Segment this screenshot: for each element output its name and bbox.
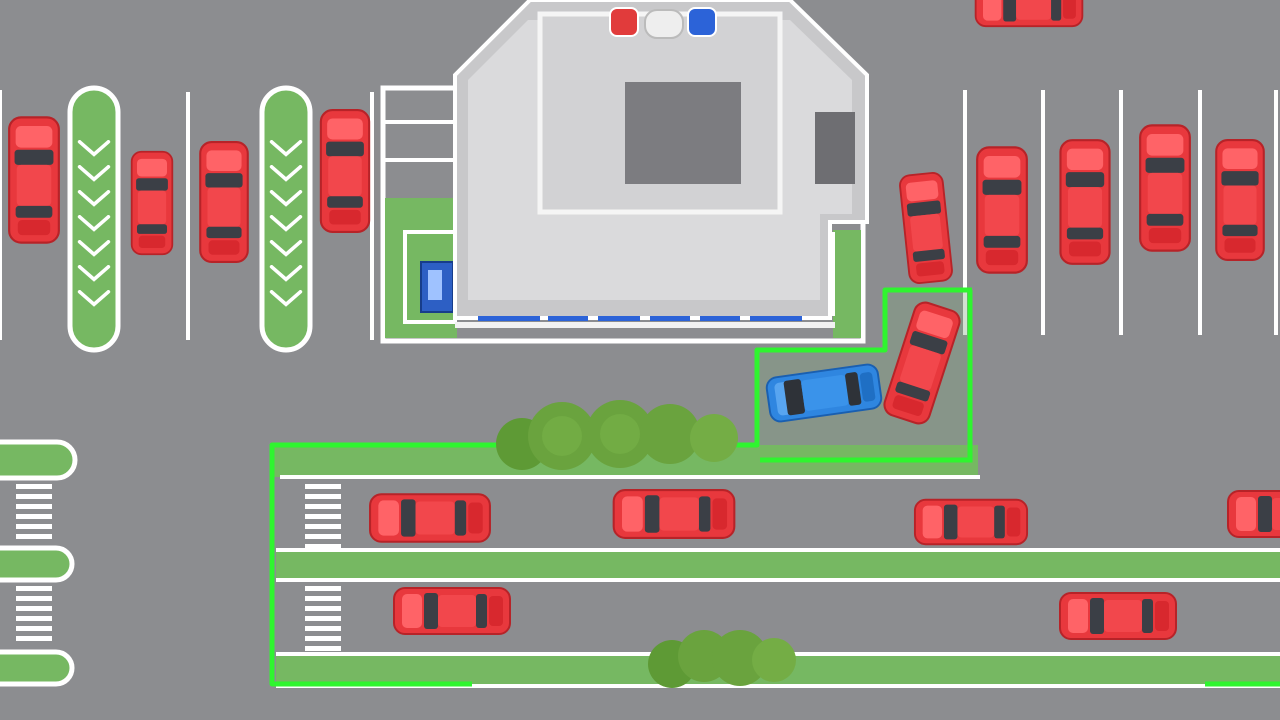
parked-car[interactable]: [1226, 489, 1280, 539]
parked-car[interactable]: [392, 586, 512, 636]
parked-car[interactable]: [319, 109, 371, 233]
roof-vent: [815, 112, 855, 184]
parked-car[interactable]: [8, 116, 60, 244]
bottom-left-medians: [0, 439, 78, 687]
parked-car[interactable]: [1059, 139, 1111, 265]
blue-siren-light: [687, 7, 717, 37]
parked-car[interactable]: [974, 0, 1084, 28]
parked-car[interactable]: [612, 489, 736, 539]
parked-car[interactable]: [199, 141, 249, 263]
parked-car[interactable]: [1058, 591, 1178, 641]
red-siren-light: [609, 7, 639, 37]
top-right-parking-area: [963, 90, 1278, 335]
crosswalk-upper: [305, 484, 341, 549]
parked-car[interactable]: [369, 493, 491, 543]
top-left-parking-area: [0, 85, 374, 353]
bush-cluster-upper: [496, 400, 738, 470]
siren-speaker: [644, 9, 684, 39]
storefront-windows: [478, 316, 802, 321]
roof-unit: [625, 82, 741, 184]
grass-median-left: [67, 85, 121, 353]
grass-strip-middle: [276, 550, 1280, 580]
parked-car[interactable]: [1139, 124, 1191, 252]
grass-median-right: [259, 85, 313, 353]
parked-car[interactable]: [976, 146, 1028, 274]
bush-cluster-lower: [648, 630, 796, 688]
parked-car[interactable]: [1215, 138, 1265, 262]
crosswalk-lower: [305, 586, 341, 651]
grass-strip-building: [833, 230, 861, 338]
building: [380, 0, 869, 344]
exit-route-highlight: [269, 287, 972, 687]
exit-route-highlight-edge: [760, 290, 973, 463]
parked-car[interactable]: [913, 498, 1029, 546]
parked-car[interactable]: [130, 150, 174, 256]
